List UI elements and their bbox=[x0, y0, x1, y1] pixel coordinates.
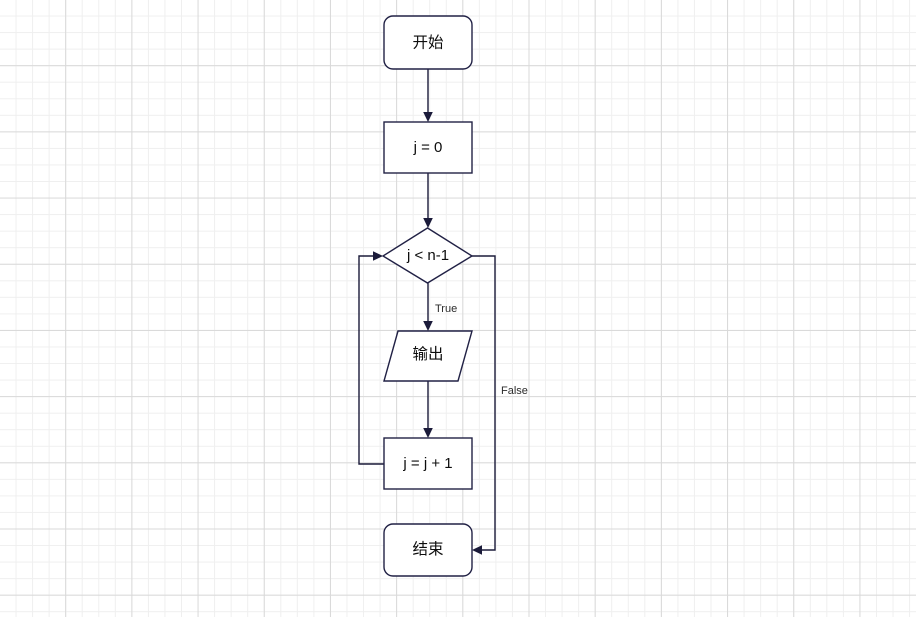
edge-increment-to-condition-loopback bbox=[358, 251, 384, 465]
node-increment[interactable]: j = j + 1 bbox=[383, 437, 473, 490]
node-condition[interactable]: j < n-1 bbox=[381, 227, 474, 284]
edge-output-to-increment bbox=[423, 381, 433, 438]
edge-label-true: True bbox=[435, 303, 457, 315]
edge-init-to-condition bbox=[423, 173, 433, 228]
node-output[interactable]: 输出 bbox=[383, 330, 473, 382]
edge-condition-to-end-false bbox=[472, 255, 496, 555]
node-condition-label: j < n-1 bbox=[406, 247, 449, 264]
node-output-label: 输出 bbox=[412, 345, 443, 363]
node-end[interactable]: 结束 bbox=[383, 523, 473, 577]
edge-start-to-init bbox=[423, 69, 433, 122]
node-init[interactable]: j = 0 bbox=[383, 121, 473, 174]
edge-label-false: False bbox=[501, 385, 528, 397]
node-init-label: j = 0 bbox=[413, 139, 443, 156]
edge-condition-to-output bbox=[423, 283, 433, 331]
node-start-label: 开始 bbox=[412, 34, 444, 52]
node-start[interactable]: 开始 bbox=[383, 15, 473, 70]
node-end-label: 结束 bbox=[412, 540, 443, 558]
node-increment-label: j = j + 1 bbox=[402, 455, 452, 472]
